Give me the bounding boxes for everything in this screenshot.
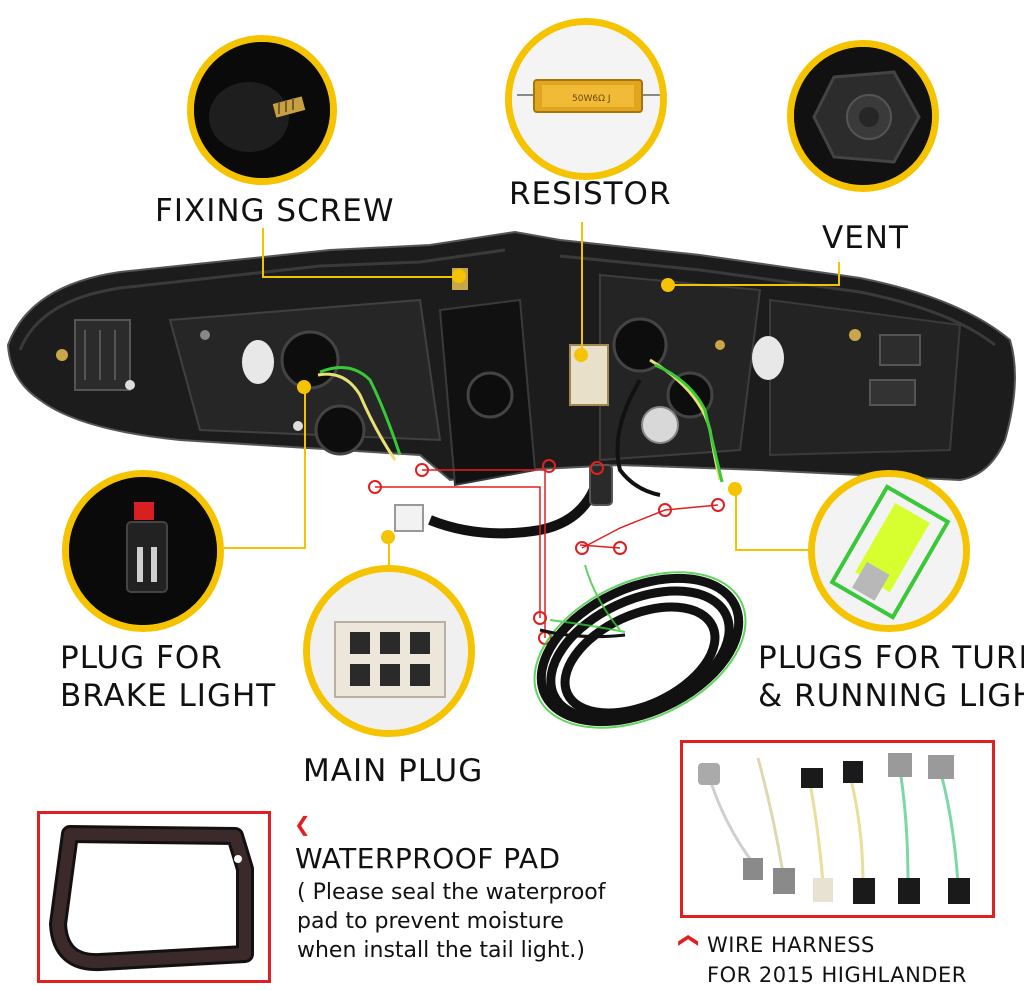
waterproof-pad-title: WATERPROOF PAD (295, 842, 561, 875)
fixing-screw-leader-h (262, 276, 452, 278)
turn-leader-v (735, 490, 737, 550)
brake-label-line2: BRAKE LIGHT (60, 678, 277, 714)
main-plug-dot (381, 530, 395, 544)
brake-leader-h (224, 547, 306, 549)
brake-leader-v (304, 386, 306, 548)
main-plug-closeup (303, 565, 475, 737)
coiled-harness (536, 573, 744, 727)
brake-dot (297, 380, 311, 394)
turn-label-line1: PLUGS FOR TURN (758, 640, 1024, 676)
resistor-marking: 50W6Ω J (572, 94, 610, 104)
turn-leader-h (735, 549, 811, 551)
wire-harness-box (680, 740, 995, 918)
connector-icon (310, 572, 468, 730)
turn-plug-closeup (808, 470, 970, 632)
brake-label-line1: PLUG FOR (60, 640, 223, 676)
fixing-screw-label: FIXING SCREW (155, 193, 395, 229)
screw-icon (194, 42, 330, 178)
harness-label-line2: FOR 2015 HIGHLANDER (707, 963, 967, 987)
harness-label-line1: WIRE HARNESS (707, 933, 875, 957)
chevron-up-icon: ❮ (677, 932, 700, 949)
pad-note-line2: pad to prevent moisture (297, 909, 564, 934)
resistor-label: RESISTOR (509, 176, 672, 212)
turn-light-label: PLUGS FOR TURN & RUNNING LIGHT (758, 639, 1024, 715)
fixing-screw-leader (262, 228, 264, 276)
vent-leader (668, 284, 838, 286)
vent-leader-v (838, 262, 840, 286)
turn-label-line2: & RUNNING LIGHT (758, 678, 1024, 714)
brake-plug-closeup (62, 470, 224, 632)
gasket-icon (49, 825, 254, 972)
wire-harness-label: WIRE HARNESS FOR 2015 HIGHLANDER (707, 930, 967, 990)
pad-note-line1: ( Please seal the waterproof (297, 880, 606, 905)
resistor-icon: 50W6Ω J (512, 25, 660, 173)
main-plug-label: MAIN PLUG (303, 753, 484, 789)
main-plug-leader (388, 536, 390, 571)
fixing-screw-closeup (187, 35, 337, 185)
terminal-icon (815, 477, 963, 625)
turn-dot (728, 482, 742, 496)
vent-label: VENT (822, 220, 909, 256)
pad-note-line3: when install the tail light.) (297, 938, 586, 963)
waterproof-pad-box (37, 811, 271, 983)
resistor-leader (581, 222, 583, 352)
vent-dot (661, 278, 675, 292)
fixing-screw-dot (452, 269, 466, 283)
resistor-dot (574, 348, 588, 362)
plug-icon (69, 477, 217, 625)
chevron-left-icon: ❮ (294, 814, 311, 836)
resistor-closeup: 50W6Ω J (505, 18, 667, 180)
vent-icon (794, 47, 932, 185)
vent-closeup (787, 40, 939, 192)
pad-note: ( Please seal the waterproof pad to prev… (297, 878, 606, 965)
brake-light-label: PLUG FOR BRAKE LIGHT (60, 639, 276, 715)
wire-harness-icon (683, 743, 992, 915)
